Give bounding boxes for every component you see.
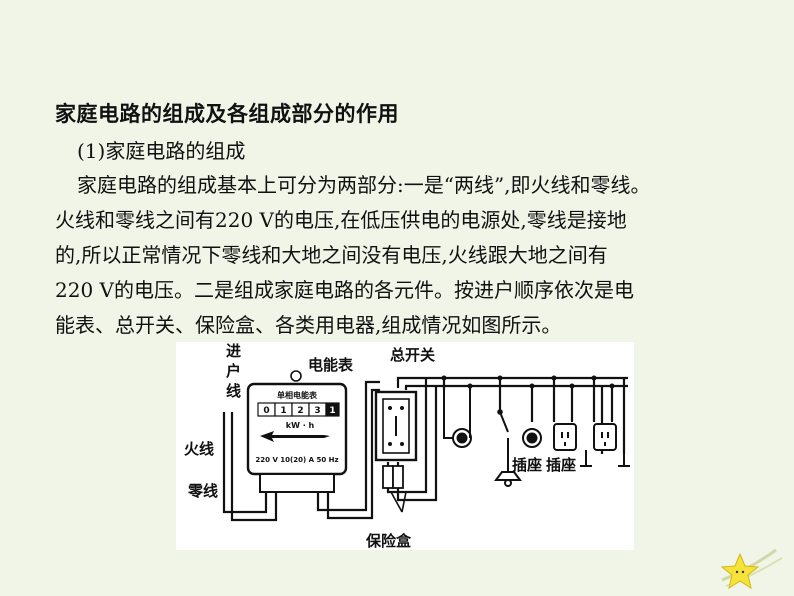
incoming-line-label: 户 (226, 362, 241, 380)
meter-digit: 2 (297, 406, 303, 416)
meter-digit: 1 (329, 406, 335, 416)
fuse-box-label: 保险盒 (365, 532, 412, 550)
section-heading: 家庭电路的组成及各组成部分的作用 (55, 102, 399, 126)
meter-digit: 3 (314, 406, 320, 416)
incoming-live-wire (222, 412, 268, 514)
ground-icon (580, 450, 630, 467)
body-paragraph: 家庭电路的组成基本上可分为两部分:一是“两线”,即火线和零线。 火线和零线之间有… (55, 168, 775, 343)
subsection-heading: (1)家庭电路的组成 (77, 139, 246, 163)
neutral-wire-label: 零线 (187, 482, 218, 500)
incoming-line-label: 线 (226, 382, 241, 400)
paragraph-line: 220 V的电压。二是组成家庭电路的各元件。按进户顺序依次是电 (55, 278, 634, 302)
paragraph-line: 家庭电路的组成基本上可分为两部分:一是“两线”,即火线和零线。 (77, 173, 651, 197)
socket-label-1: 插座 (512, 456, 542, 474)
live-wire-label: 火线 (184, 440, 214, 458)
household-circuit-diagram: 单相电能表 0 1 2 3 1 kW · h 220 V 10(20) A 50… (176, 342, 634, 550)
meter-digit: 1 (280, 406, 286, 416)
incoming-neutral-wire (230, 412, 278, 522)
socket-three-pin-2 (593, 423, 617, 451)
meter-out-neutral-wire (326, 388, 380, 520)
paragraph-line: 火线和零线之间有220 V的电压,在低压供电的电源处,零线是接地 (55, 208, 627, 232)
meter-label: 电能表 (308, 356, 354, 374)
socket-label-2: 插座 (546, 456, 576, 474)
lamp-circuit (443, 390, 522, 487)
star-decoration-icon (720, 548, 783, 590)
main-switch-label: 总开关 (390, 346, 435, 364)
paragraph-line: 的,所以正常情况下零线和大地之间没有电压,火线跟大地之间有 (55, 243, 608, 267)
socket-three-pin-1 (553, 423, 577, 451)
meter-out-live-wire (316, 380, 380, 512)
meter-title: 单相电能表 (277, 390, 318, 400)
electric-meter: 单相电能表 0 1 2 3 1 kW · h 220 V 10(20) A 50… (246, 370, 348, 493)
meter-rating: 220 V 10(20) A 50 Hz (255, 456, 338, 464)
meter-dial-arrow-icon (260, 431, 330, 442)
meter-digit: 0 (263, 406, 269, 416)
fuse-box (382, 465, 404, 489)
paragraph-line: 能表、总开关、保险盒、各类用电器,组成情况如图所示。 (55, 313, 562, 337)
main-switch (374, 390, 418, 462)
wall-switch-icon (499, 411, 509, 433)
lamp-icon (494, 471, 522, 481)
incoming-line-label: 进 (226, 342, 241, 360)
meter-unit: kW · h (286, 421, 315, 430)
